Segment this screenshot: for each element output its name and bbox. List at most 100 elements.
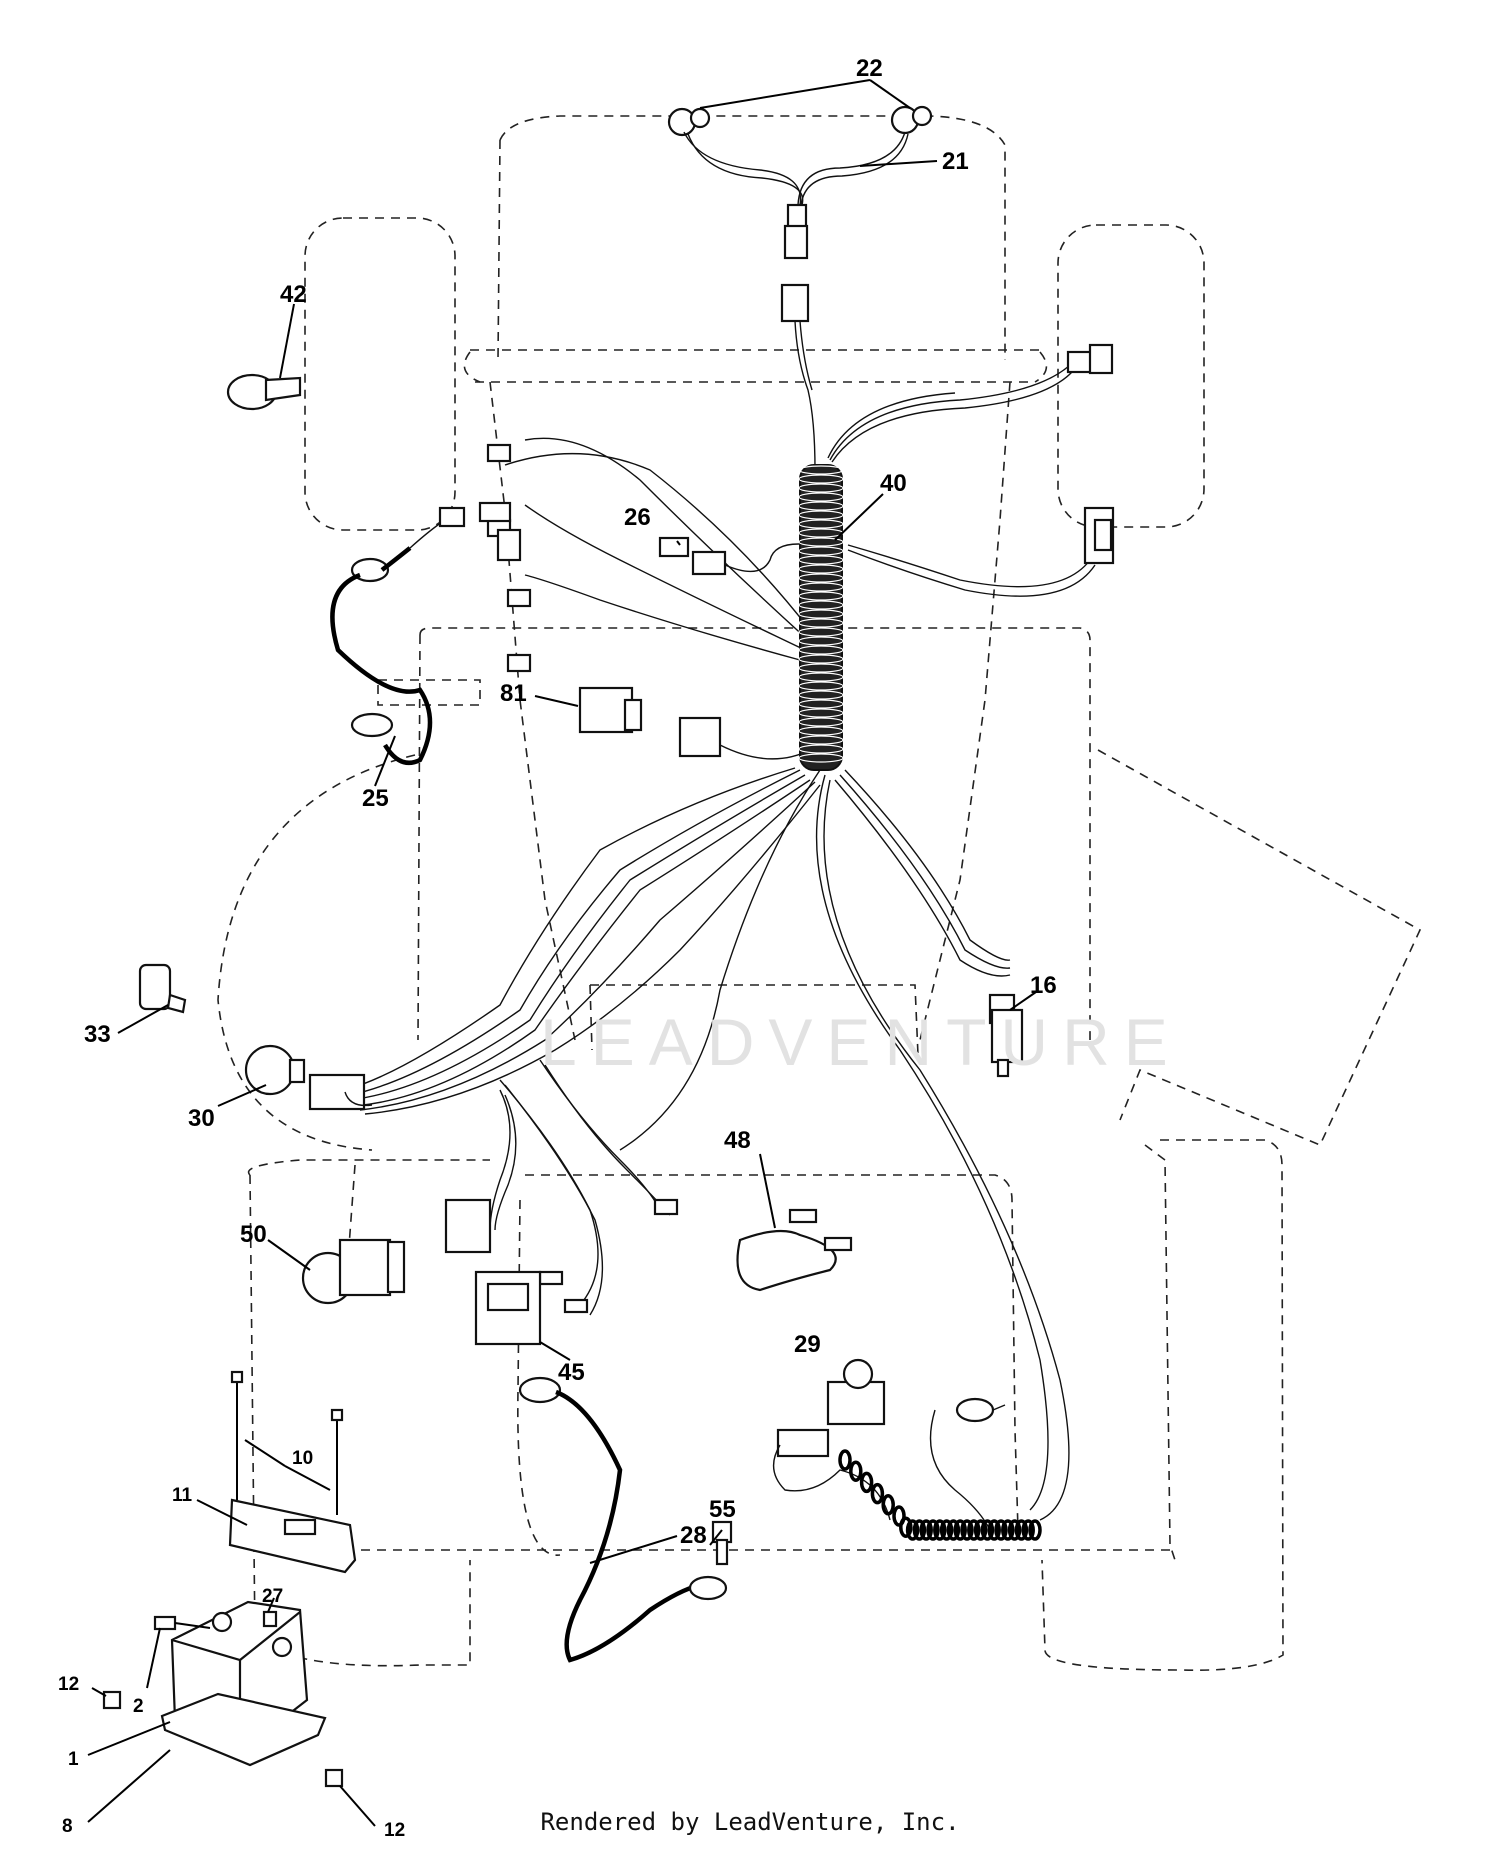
coil-loop [899,1516,913,1538]
hour-meter-45 [474,1270,542,1346]
loom-rib [798,609,844,619]
loom-rib [798,465,844,475]
coil-loop [919,1519,933,1541]
coil-loop [1001,1519,1015,1541]
coil-loop [946,1519,961,1541]
callout-50: 50 [240,1221,267,1248]
coil-loop [912,1519,927,1541]
hold-down-rods-10 [230,1370,344,1515]
loom-rib [798,474,844,484]
coil-loop [1028,1519,1042,1541]
callout-2: 2 [133,1696,144,1717]
callout-30: 30 [188,1105,215,1132]
headlight-pair [667,105,933,260]
loom-rib [798,519,844,529]
loom-rib [798,744,844,754]
callout-81: 81 [500,680,527,707]
callout-16: 16 [1030,972,1057,999]
loom-rib [798,564,844,574]
callout-labels: 22 21 42 40 26 81 25 16 33 30 48 50 45 2… [58,55,1057,1841]
loom-rib [798,654,844,664]
ignition-switch-30 [244,1044,373,1111]
callout-8: 8 [62,1816,73,1837]
switch-16 [990,1008,1024,1078]
loom-rib [798,510,844,520]
coil-loop [1014,1519,1029,1541]
loom-rib [798,501,844,511]
callout-12-left: 12 [58,1674,79,1695]
footer-credit: Rendered by LeadVenture, Inc. [540,1808,960,1836]
loom-rib [798,546,844,556]
loom-rib [798,717,844,727]
bolt-2 [153,1615,211,1631]
coil-loop [973,1519,988,1541]
tractor-outline [217,115,1422,1672]
loom-rib [798,555,844,565]
coil-loop [838,1449,852,1471]
callout-1: 1 [68,1749,79,1770]
loom-rib [798,618,844,628]
callout-42: 42 [280,281,307,308]
coil-loop [926,1519,940,1541]
loom-rib [798,753,844,763]
callout-11: 11 [172,1485,193,1506]
loom-rib [798,627,844,637]
callout-48: 48 [724,1127,751,1154]
callout-45: 45 [558,1359,585,1386]
callout-27: 27 [262,1586,283,1607]
coil-loop [870,1482,885,1505]
callout-25: 25 [362,785,389,812]
callout-21: 21 [942,148,969,175]
coil-loop [933,1519,947,1541]
callout-22: 22 [856,55,883,82]
coil-loop [939,1519,954,1541]
fuse-42 [226,373,302,411]
ground-cable-25 [330,501,512,766]
callout-28: 28 [680,1522,707,1549]
loom-rib [798,573,844,583]
battery-cable-28 [518,1376,728,1663]
callout-12-right: 12 [384,1820,405,1841]
loom-rib [798,690,844,700]
coil-loop [953,1519,967,1541]
clutch-pad-48 [736,1208,853,1292]
loom-rib [798,600,844,610]
loom-rib [798,645,844,655]
main-harness [344,283,1115,1521]
loom-rib [798,483,844,493]
callout-26: 26 [624,504,651,531]
light-switch-50 [301,1238,406,1305]
nut-12 [102,1690,344,1788]
loom-rib [798,672,844,682]
coil-loop [967,1519,981,1541]
coil-loop [987,1519,1001,1541]
coil-loop [994,1519,1008,1541]
callout-33: 33 [84,1021,111,1048]
loom-rib [798,492,844,502]
loom-rib [798,582,844,592]
coil-loop [1007,1519,1022,1541]
leader-lines [87,79,1037,1827]
coil-loop [881,1494,895,1516]
callout-29: 29 [794,1331,821,1358]
coil-loop [892,1505,906,1527]
loom-rib [798,726,844,736]
loom-rib [798,537,844,547]
coil-loop [980,1519,995,1541]
coil-loop [859,1471,874,1494]
callout-40: 40 [880,470,907,497]
callout-55: 55 [709,1496,736,1523]
battery-tray-8 [160,1692,327,1767]
nut-27 [262,1610,278,1628]
callout-10: 10 [292,1448,313,1469]
coil-loop [905,1519,920,1541]
ground-bolt-55 [711,1520,733,1566]
loom-rib [798,663,844,673]
loom-rib [798,681,844,691]
loom-rib [798,591,844,601]
seat-switch-29 [772,1358,1042,1541]
loom-rib [798,636,844,646]
loom-rib [798,699,844,709]
ignition-key-33 [138,963,187,1014]
